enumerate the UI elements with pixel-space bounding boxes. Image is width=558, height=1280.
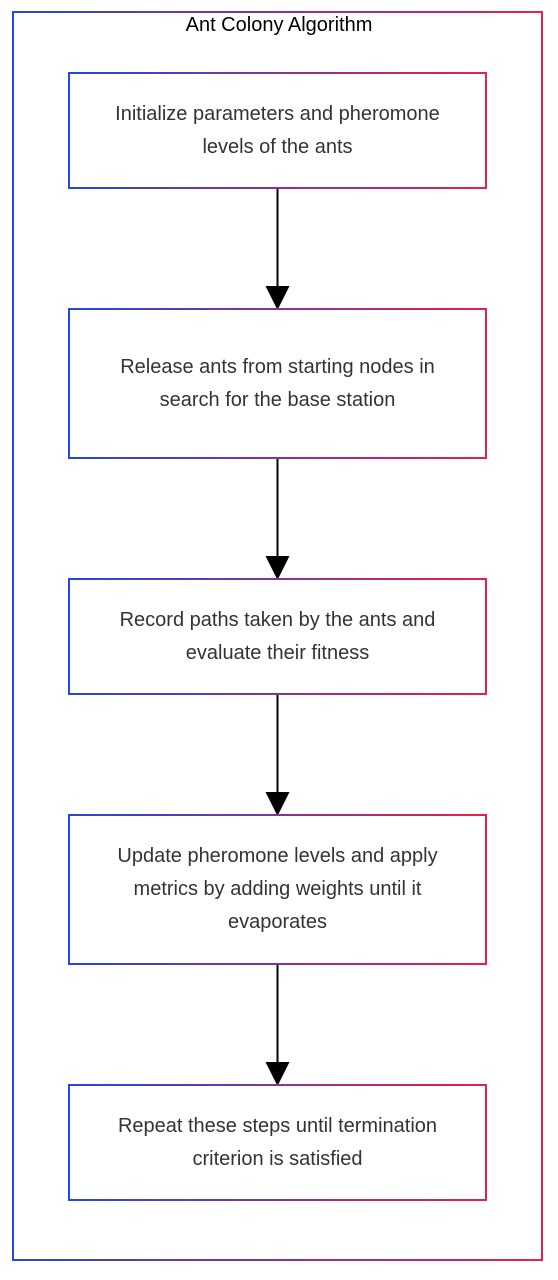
step-box-4: [68, 814, 487, 965]
step-box-1: [68, 72, 487, 189]
step-box-5: [68, 1084, 487, 1201]
step-label-2: Release ants from starting nodes in sear…: [120, 355, 435, 411]
diagram-title: Ant Colony Algorithm: [185, 14, 373, 36]
nodes-layer: [68, 72, 487, 1201]
step-label-4: Update pheromone levels and apply metric…: [117, 845, 438, 933]
step-label-5: Repeat these steps until termination cri…: [117, 1114, 438, 1170]
step-box-3: [68, 578, 487, 695]
step-box-2: [68, 308, 487, 459]
step-label-1: Initialize parameters and pheromone leve…: [115, 102, 440, 158]
step-label-3: Record paths taken by the ants and evalu…: [119, 608, 436, 664]
